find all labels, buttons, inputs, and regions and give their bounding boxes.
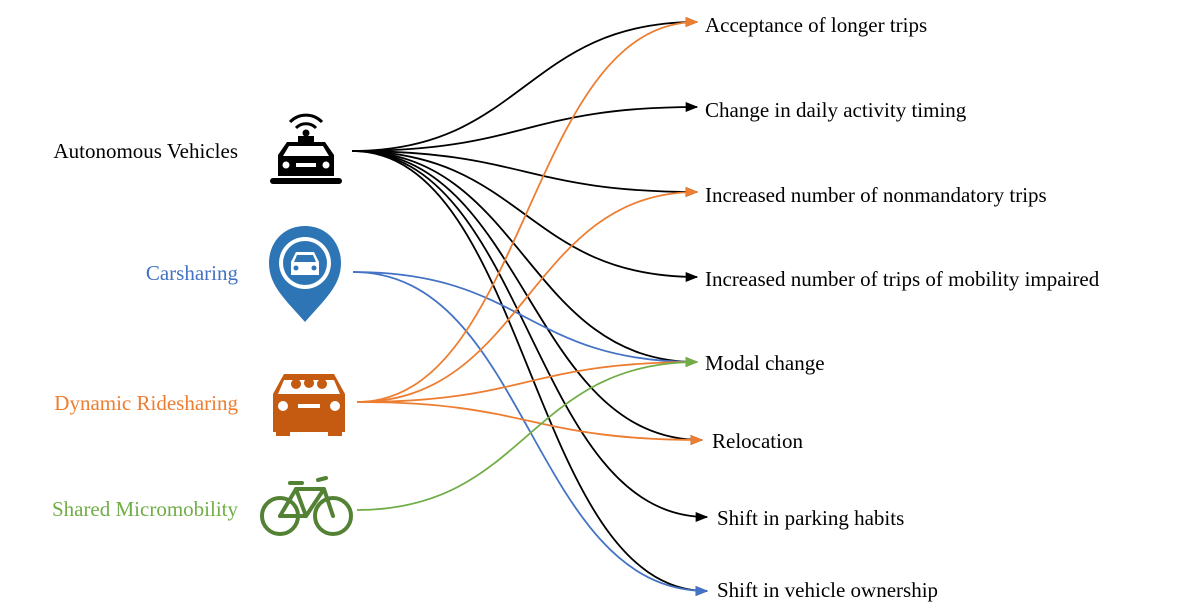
carsharing-pin-icon bbox=[269, 226, 341, 322]
autonomous-car-icon bbox=[270, 113, 342, 184]
links-layer bbox=[351, 16, 709, 597]
link-av-to-t2 bbox=[351, 101, 699, 152]
link-dr-to-t3 bbox=[356, 186, 699, 403]
ridesharing-car-icon bbox=[273, 374, 345, 436]
link-dr-to-t1 bbox=[356, 16, 699, 403]
link-av-to-t4 bbox=[351, 150, 699, 283]
link-cs-to-t8 bbox=[352, 271, 709, 597]
source-label-autonomous-vehicles: Autonomous Vehicles bbox=[53, 139, 238, 163]
link-av-to-t3 bbox=[351, 150, 699, 198]
link-av-to-t7 bbox=[351, 150, 709, 523]
link-dr-to-t5 bbox=[356, 356, 699, 403]
target-label-activity-timing: Change in daily activity timing bbox=[705, 98, 967, 122]
target-label-longer-trips: Acceptance of longer trips bbox=[705, 13, 927, 37]
link-av-to-t5 bbox=[351, 150, 699, 368]
link-av-to-t8 bbox=[351, 150, 709, 597]
link-sm-to-t5 bbox=[356, 356, 699, 511]
link-dr-to-t6 bbox=[356, 401, 704, 446]
target-label-nonmandatory-trips: Increased number of nonmandatory trips bbox=[705, 183, 1047, 207]
source-label-carsharing: Carsharing bbox=[146, 261, 239, 285]
link-cs-to-t5 bbox=[352, 271, 699, 368]
link-av-to-t1 bbox=[351, 16, 699, 152]
target-label-parking-habits: Shift in parking habits bbox=[717, 506, 904, 530]
target-label-vehicle-ownership: Shift in vehicle ownership bbox=[717, 578, 938, 602]
target-label-relocation: Relocation bbox=[712, 429, 803, 453]
target-label-modal-change: Modal change bbox=[705, 351, 825, 375]
source-label-shared-micromobility: Shared Micromobility bbox=[52, 497, 239, 521]
link-av-to-t6 bbox=[351, 150, 704, 446]
bicycle-icon bbox=[260, 476, 353, 536]
target-label-mobility-impaired: Increased number of trips of mobility im… bbox=[705, 267, 1100, 291]
source-label-dynamic-ridesharing: Dynamic Ridesharing bbox=[54, 391, 238, 415]
